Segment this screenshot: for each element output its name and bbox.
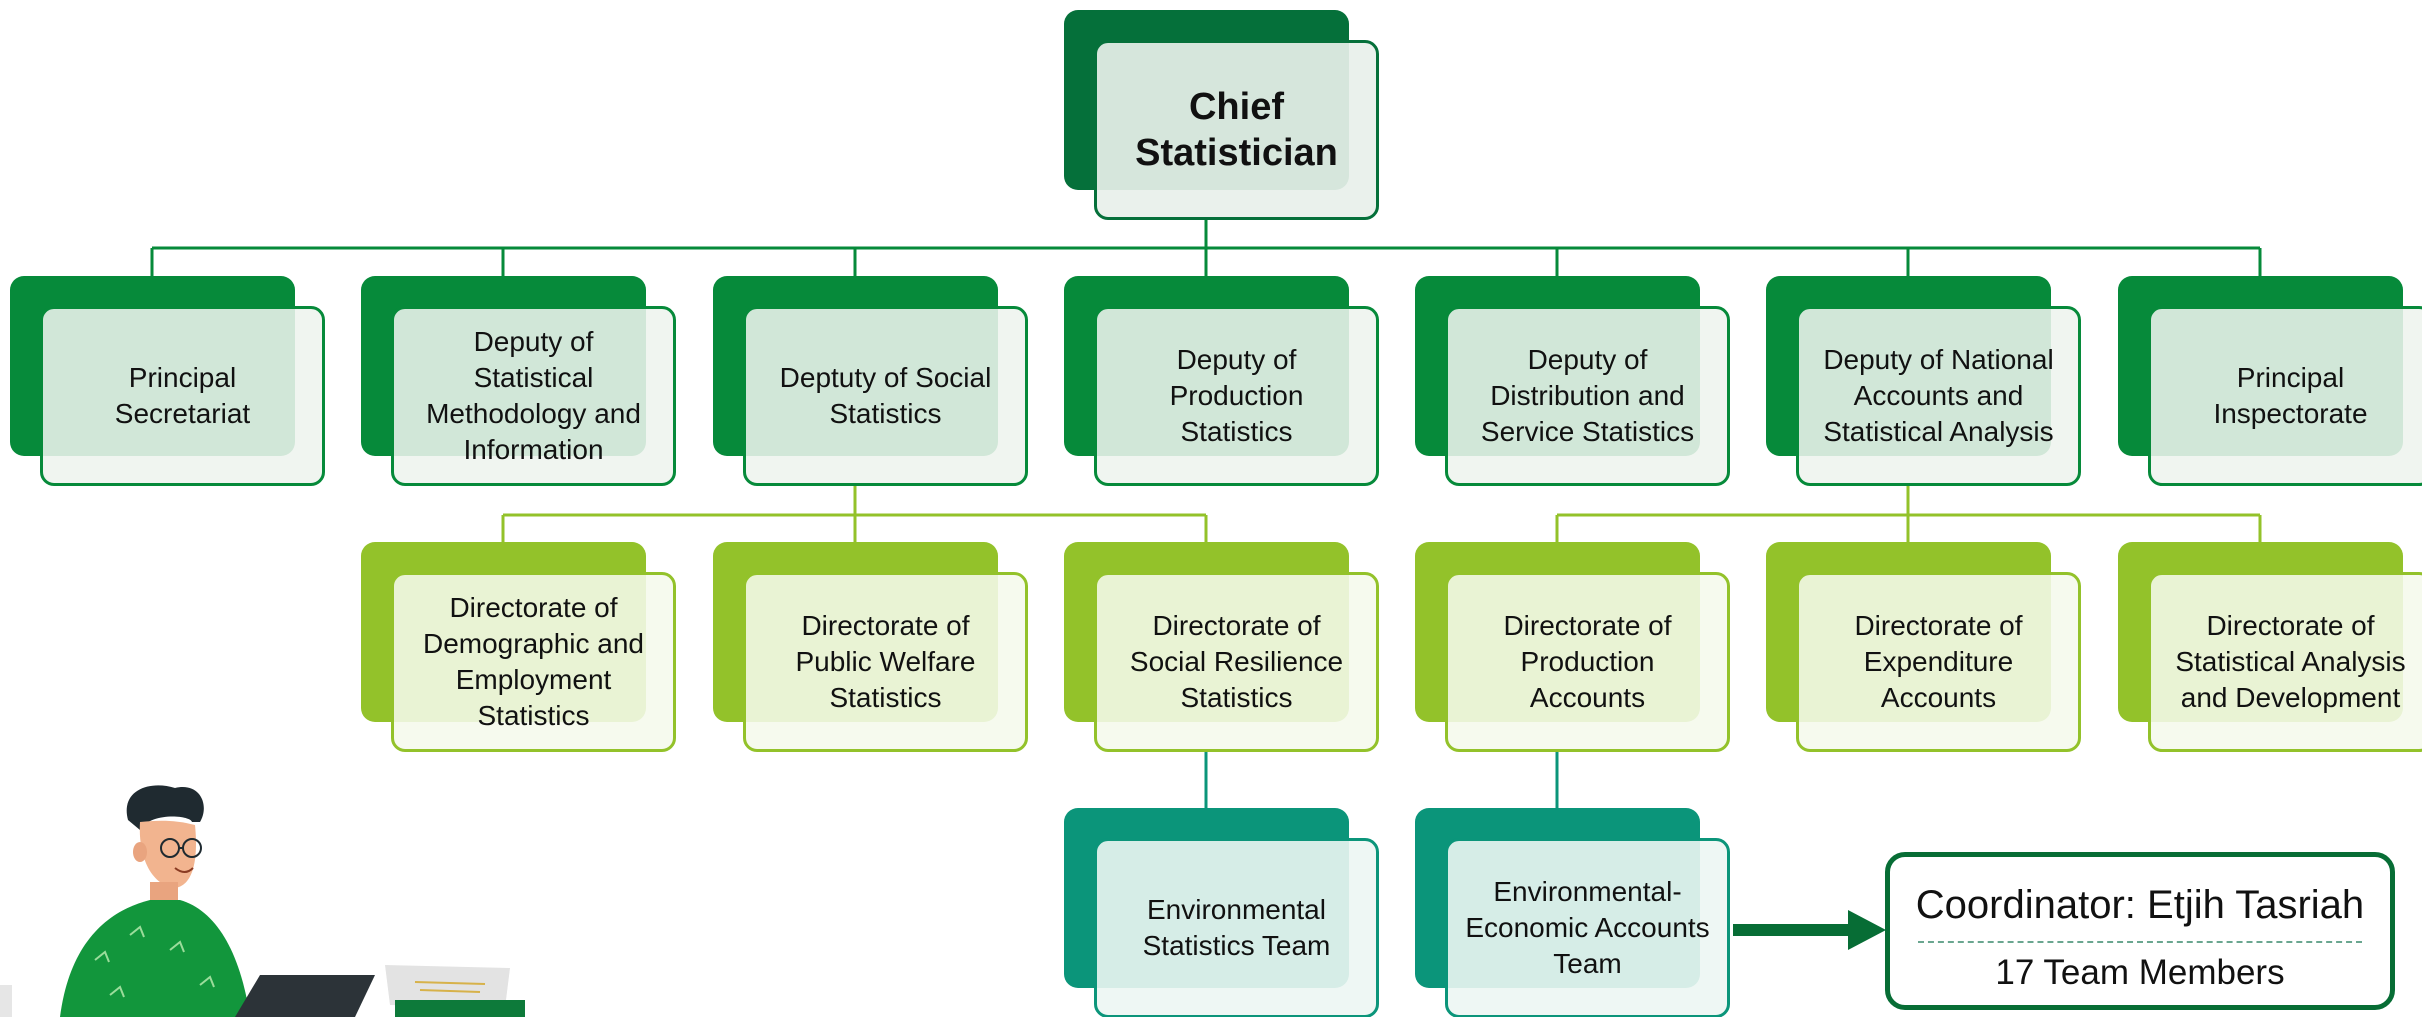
node-deputy-production-statistics: Deputy of Production Statistics [1064, 276, 1384, 486]
node-card: Deputy of Production Statistics [1094, 306, 1379, 486]
node-card: Deputy of Statistical Methodology and In… [391, 306, 676, 486]
node-card: Directorate of Statistical Analysis and … [2148, 572, 2422, 752]
person-at-laptop-illustration [0, 785, 525, 1017]
node-principal-secretariat: Principal Secretariat [10, 276, 330, 486]
node-label: Deptuty of Social Statistics [779, 362, 992, 429]
coordinator-name: Coordinator: Etjih Tasriah [1915, 883, 2365, 927]
node-label: Deputy of Statistical Methodology and In… [426, 326, 641, 465]
node-label: Deputy of Production Statistics [1169, 344, 1304, 447]
node-card: Directorate of Production Accounts [1445, 572, 1730, 752]
node-deputy-social-statistics: Deptuty of Social Statistics [713, 276, 1033, 486]
arrow-to-coordinator [1733, 910, 1886, 950]
node-card: Directorate of Public Welfare Statistics [743, 572, 1028, 752]
node-label: Deputy of National Accounts and Statisti… [1823, 344, 2054, 447]
node-label: Principal Secretariat [114, 362, 251, 429]
node-card: Directorate of Social Resilience Statist… [1094, 572, 1379, 752]
coordinator-divider [1918, 941, 2362, 943]
node-card: Directorate of Demographic and Employmen… [391, 572, 676, 752]
node-directorate-statistical-analysis: Directorate of Statistical Analysis and … [2118, 542, 2422, 752]
node-directorate-expenditure-accounts: Directorate of Expenditure Accounts [1766, 542, 2086, 752]
node-card: Principal Secretariat [40, 306, 325, 486]
node-card: Principal Inspectorate [2148, 306, 2422, 486]
node-label: Environmental Statistics Team [1142, 894, 1331, 961]
node-environmental-statistics-team: Environmental Statistics Team [1064, 808, 1384, 1017]
node-card: Directorate of Expenditure Accounts [1796, 572, 2081, 752]
node-card: Environmental- Economic Accounts Team [1445, 838, 1730, 1017]
node-label: Chief Statistician [1135, 86, 1338, 174]
node-directorate-production-accounts: Directorate of Production Accounts [1415, 542, 1735, 752]
node-card: Deputy of National Accounts and Statisti… [1796, 306, 2081, 486]
node-card: Environmental Statistics Team [1094, 838, 1379, 1017]
node-directorate-public-welfare: Directorate of Public Welfare Statistics [713, 542, 1033, 752]
node-label: Environmental- Economic Accounts Team [1465, 876, 1710, 979]
node-label: Directorate of Statistical Analysis and … [2175, 610, 2406, 713]
directorate-connectors [501, 486, 2262, 542]
node-label: Directorate of Production Accounts [1503, 610, 1672, 713]
node-label: Deputy of Distribution and Service Stati… [1480, 344, 1695, 447]
node-card: Deputy of Distribution and Service Stati… [1445, 306, 1730, 486]
team-member-count: 17 Team Members [1995, 953, 2285, 992]
node-environmental-economic-accounts-team: Environmental- Economic Accounts Team [1415, 808, 1735, 1017]
node-card: Chief Statistician [1094, 40, 1379, 220]
node-deputy-national-accounts: Deputy of National Accounts and Statisti… [1766, 276, 2086, 486]
node-label: Directorate of Demographic and Employmen… [422, 592, 645, 731]
deputy-connectors [150, 220, 2262, 276]
team-connectors [1204, 752, 1559, 808]
node-deputy-statistical-methodology: Deputy of Statistical Methodology and In… [361, 276, 681, 486]
coordinator-box: Coordinator: Etjih Tasriah 17 Team Membe… [1885, 852, 2395, 1010]
node-principal-inspectorate: Principal Inspectorate [2118, 276, 2422, 486]
node-label: Directorate of Expenditure Accounts [1854, 610, 2023, 713]
node-directorate-demographic: Directorate of Demographic and Employmen… [361, 542, 681, 752]
node-label: Directorate of Public Welfare Statistics [795, 610, 976, 713]
node-directorate-social-resilience: Directorate of Social Resilience Statist… [1064, 542, 1384, 752]
node-card: Deptuty of Social Statistics [743, 306, 1028, 486]
node-chief-statistician: Chief Statistician [1064, 10, 1384, 220]
node-label: Principal Inspectorate [2213, 362, 2368, 429]
node-deputy-distribution-service: Deputy of Distribution and Service Stati… [1415, 276, 1735, 486]
node-label: Directorate of Social Resilience Statist… [1129, 610, 1344, 713]
